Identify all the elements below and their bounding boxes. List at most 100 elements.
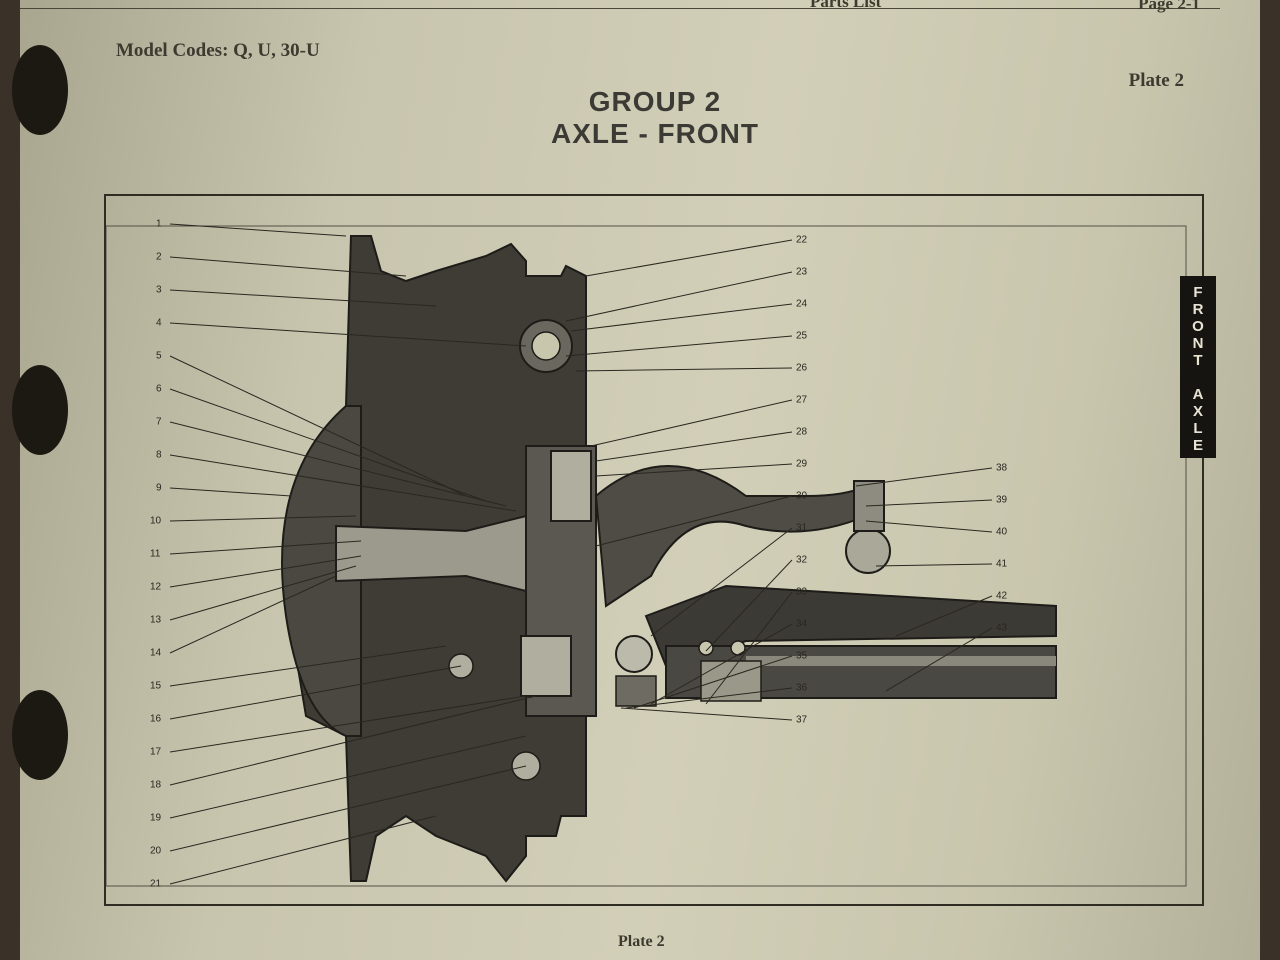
- leader-line: [169, 289, 437, 307]
- callout-label-23: 23: [796, 266, 808, 278]
- leader-line: [169, 223, 347, 237]
- leader-line: [595, 495, 793, 547]
- model-codes: Model Codes: Q, U, 30-U: [116, 40, 320, 61]
- side-tab-letter: L: [1193, 420, 1203, 437]
- leader-line: [855, 467, 993, 487]
- callout-label-28: 28: [796, 426, 808, 438]
- tie-rod-ball: [845, 528, 891, 574]
- leader-line: [169, 645, 447, 687]
- side-tab-letter: R: [1192, 301, 1204, 318]
- callout-label-33: 33: [796, 586, 808, 598]
- callout-label-26: 26: [796, 362, 808, 374]
- callout-label-7: 7: [156, 416, 162, 428]
- leader-line: [169, 765, 527, 852]
- leader-line: [565, 271, 793, 322]
- leader-line: [169, 388, 487, 502]
- drag-link-spring: [615, 675, 657, 707]
- plate-label-top: Plate 2: [1128, 70, 1184, 91]
- callout-label-39: 39: [996, 494, 1008, 506]
- callout-label-8: 8: [156, 449, 162, 461]
- brake-drum: [281, 405, 362, 737]
- callout-label-37: 37: [796, 714, 808, 726]
- axle-hole: [698, 640, 714, 656]
- leader-line: [625, 687, 793, 709]
- callout-label-32: 32: [796, 554, 808, 566]
- callout-label-14: 14: [150, 647, 162, 659]
- callout-label-21: 21: [150, 878, 162, 890]
- leader-line: [595, 463, 793, 477]
- leader-line: [169, 555, 362, 588]
- callout-label-43: 43: [996, 622, 1008, 634]
- leader-line: [575, 367, 793, 372]
- leader-line: [650, 623, 793, 705]
- axle-hole: [730, 640, 746, 656]
- side-tab-letter: X: [1192, 403, 1203, 420]
- callout-label-27: 27: [796, 394, 808, 406]
- callout-label-34: 34: [796, 618, 808, 630]
- leader-line: [169, 540, 362, 555]
- callout-label-9: 9: [156, 482, 162, 494]
- tie-rod-thread: [700, 660, 762, 702]
- leader-line: [169, 454, 517, 512]
- callout-label-1: 1: [156, 218, 162, 230]
- callout-label-19: 19: [150, 812, 162, 824]
- leader-line: [169, 575, 337, 654]
- callout-label-16: 16: [150, 713, 162, 725]
- leader-line: [169, 256, 407, 277]
- manual-page: Parts List Page 2-1 Model Codes: Q, U, 3…: [12, 0, 1260, 960]
- leader-line: [865, 520, 993, 533]
- drag-link-ball: [615, 635, 653, 673]
- callout-label-13: 13: [150, 614, 162, 626]
- callout-label-10: 10: [150, 515, 162, 527]
- callout-label-18: 18: [150, 779, 162, 791]
- leader-line: [169, 695, 537, 786]
- leader-line: [705, 559, 793, 652]
- callout-label-15: 15: [150, 680, 162, 692]
- leader-line: [169, 735, 527, 819]
- header-parts-list: Parts List: [810, 0, 882, 11]
- leader-line: [865, 499, 993, 507]
- leader-line: [595, 431, 793, 462]
- callout-label-25: 25: [796, 330, 808, 342]
- callout-label-3: 3: [156, 284, 162, 296]
- callout-label-22: 22: [796, 234, 808, 246]
- callout-label-36: 36: [796, 682, 808, 694]
- callout-label-4: 4: [156, 317, 162, 329]
- binder-hole: [12, 45, 68, 135]
- callout-label-20: 20: [150, 845, 162, 857]
- binder-hole: [12, 690, 68, 780]
- callout-label-6: 6: [156, 383, 162, 395]
- page-title: GROUP 2 AXLE - FRONT: [20, 86, 1280, 150]
- side-tab-letter: O: [1192, 318, 1204, 335]
- callout-label-42: 42: [996, 590, 1008, 602]
- leader-line: [169, 322, 527, 347]
- leader-line: [565, 335, 793, 357]
- group-heading: GROUP 2: [588, 86, 722, 117]
- leader-line: [650, 527, 793, 637]
- kingpin-upper: [550, 450, 592, 522]
- callout-label-40: 40: [996, 526, 1008, 538]
- leader-line: [169, 695, 527, 753]
- group-subheading: AXLE - FRONT: [551, 118, 759, 149]
- side-tab-letter: F: [1193, 284, 1203, 301]
- callout-label-38: 38: [996, 462, 1008, 474]
- leader-line: [169, 421, 507, 507]
- callout-label-29: 29: [796, 458, 808, 470]
- callout-label-31: 31: [796, 522, 808, 534]
- leader-line: [585, 239, 793, 277]
- binder-hole: [12, 365, 68, 455]
- leader-line: [590, 399, 793, 447]
- callout-label-5: 5: [156, 350, 162, 362]
- leader-line: [620, 707, 793, 721]
- side-tab-letter: A: [1192, 386, 1204, 403]
- callout-label-41: 41: [996, 558, 1008, 570]
- callout-label-2: 2: [156, 251, 162, 263]
- leader-line: [169, 665, 462, 720]
- leader-line: [169, 487, 292, 497]
- leader-line: [885, 627, 993, 692]
- callout-leader-lines: [169, 223, 993, 885]
- leader-line: [169, 355, 467, 497]
- leader-line: [169, 815, 437, 885]
- header-rule: [20, 8, 1220, 9]
